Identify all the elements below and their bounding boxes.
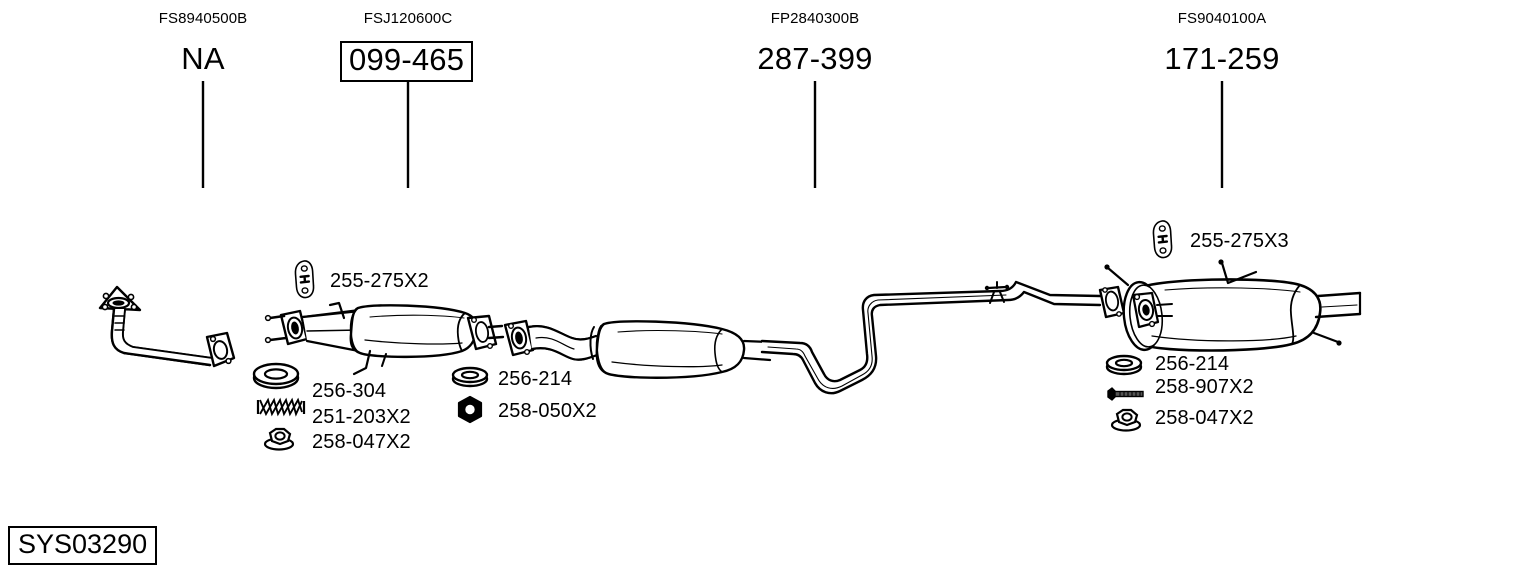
header-part-number-2: FSJ120600C (363, 10, 453, 27)
ref-label-nut-258-047-front: 258-047X2 (312, 431, 411, 453)
component-rear-silencer (1104, 259, 1362, 352)
rubber-hanger-icon (294, 259, 315, 299)
ref-label-bolt-258-907: 258-907X2 (1155, 376, 1254, 398)
flange-nut-icon (263, 427, 295, 451)
header-code-1: NA (181, 41, 225, 76)
header-part-number-1: FS8940500B (158, 10, 248, 27)
system-code-badge: SYS03290 (8, 526, 158, 566)
header-part-number-3: FP2840300B (770, 10, 860, 27)
bolt-icon (1107, 387, 1144, 401)
coil-spring-icon (256, 397, 306, 417)
ring-gasket-icon (1105, 354, 1143, 376)
header-part-number-4: FS9040100A (1177, 10, 1267, 27)
ring-gasket-icon (252, 362, 300, 390)
ref-label-hanger-front: 255-275X2 (330, 270, 429, 292)
ring-gasket-icon (451, 366, 489, 388)
ref-label-spring-251-203: 251-203X2 (312, 406, 411, 428)
ref-label-hanger-rear: 255-275X3 (1190, 230, 1289, 252)
ref-label-nut-258-050: 258-050X2 (498, 400, 597, 422)
rubber-hanger-icon (1152, 219, 1173, 259)
header-code-2: 099-465 (340, 41, 474, 82)
ref-label-gasket-256-214-mid: 256-214 (498, 368, 573, 390)
hex-nut-icon (457, 395, 483, 424)
leader-lines (201, 81, 1224, 188)
component-intermediate-pipe (760, 280, 1126, 395)
ref-label-nut-258-047-rear: 258-047X2 (1155, 407, 1254, 429)
component-catalytic-converter (264, 301, 505, 376)
ref-label-gasket-256-214-rear: 256-214 (1155, 353, 1230, 375)
component-front-pipe (98, 285, 236, 368)
header-code-3: 287-399 (757, 41, 873, 76)
component-centre-silencer (503, 319, 772, 379)
flange-nut-icon (1110, 408, 1142, 432)
header-code-4: 171-259 (1164, 41, 1280, 76)
ref-label-gasket-256-304: 256-304 (312, 380, 387, 402)
